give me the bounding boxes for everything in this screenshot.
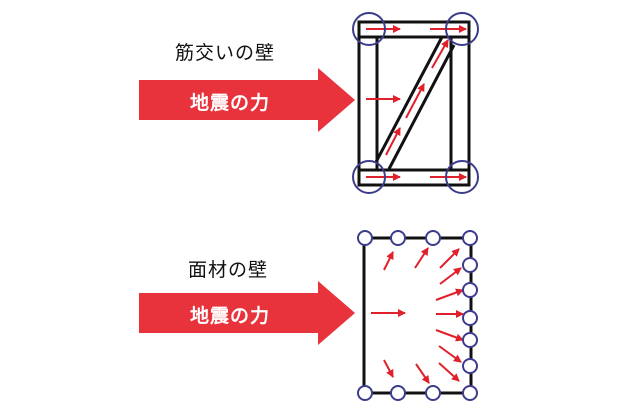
earthquake-force-arrow-top xyxy=(139,68,355,132)
braced-wall-title: 筋交いの壁 xyxy=(175,42,276,64)
panel-wall-joint-circles xyxy=(357,230,478,401)
earthquake-force-arrow-bottom xyxy=(139,281,355,345)
panel-wall-force-vectors xyxy=(371,247,464,384)
force-label-top: 地震の力 xyxy=(190,92,271,114)
braced-wall-frame xyxy=(357,20,471,187)
braced-wall-force-vectors xyxy=(366,25,467,181)
force-label-bottom: 地震の力 xyxy=(190,305,271,327)
braced-wall-joint-circles xyxy=(352,12,479,194)
panel-wall-title: 面材の壁 xyxy=(188,259,269,281)
panel-wall-frame xyxy=(362,236,473,395)
